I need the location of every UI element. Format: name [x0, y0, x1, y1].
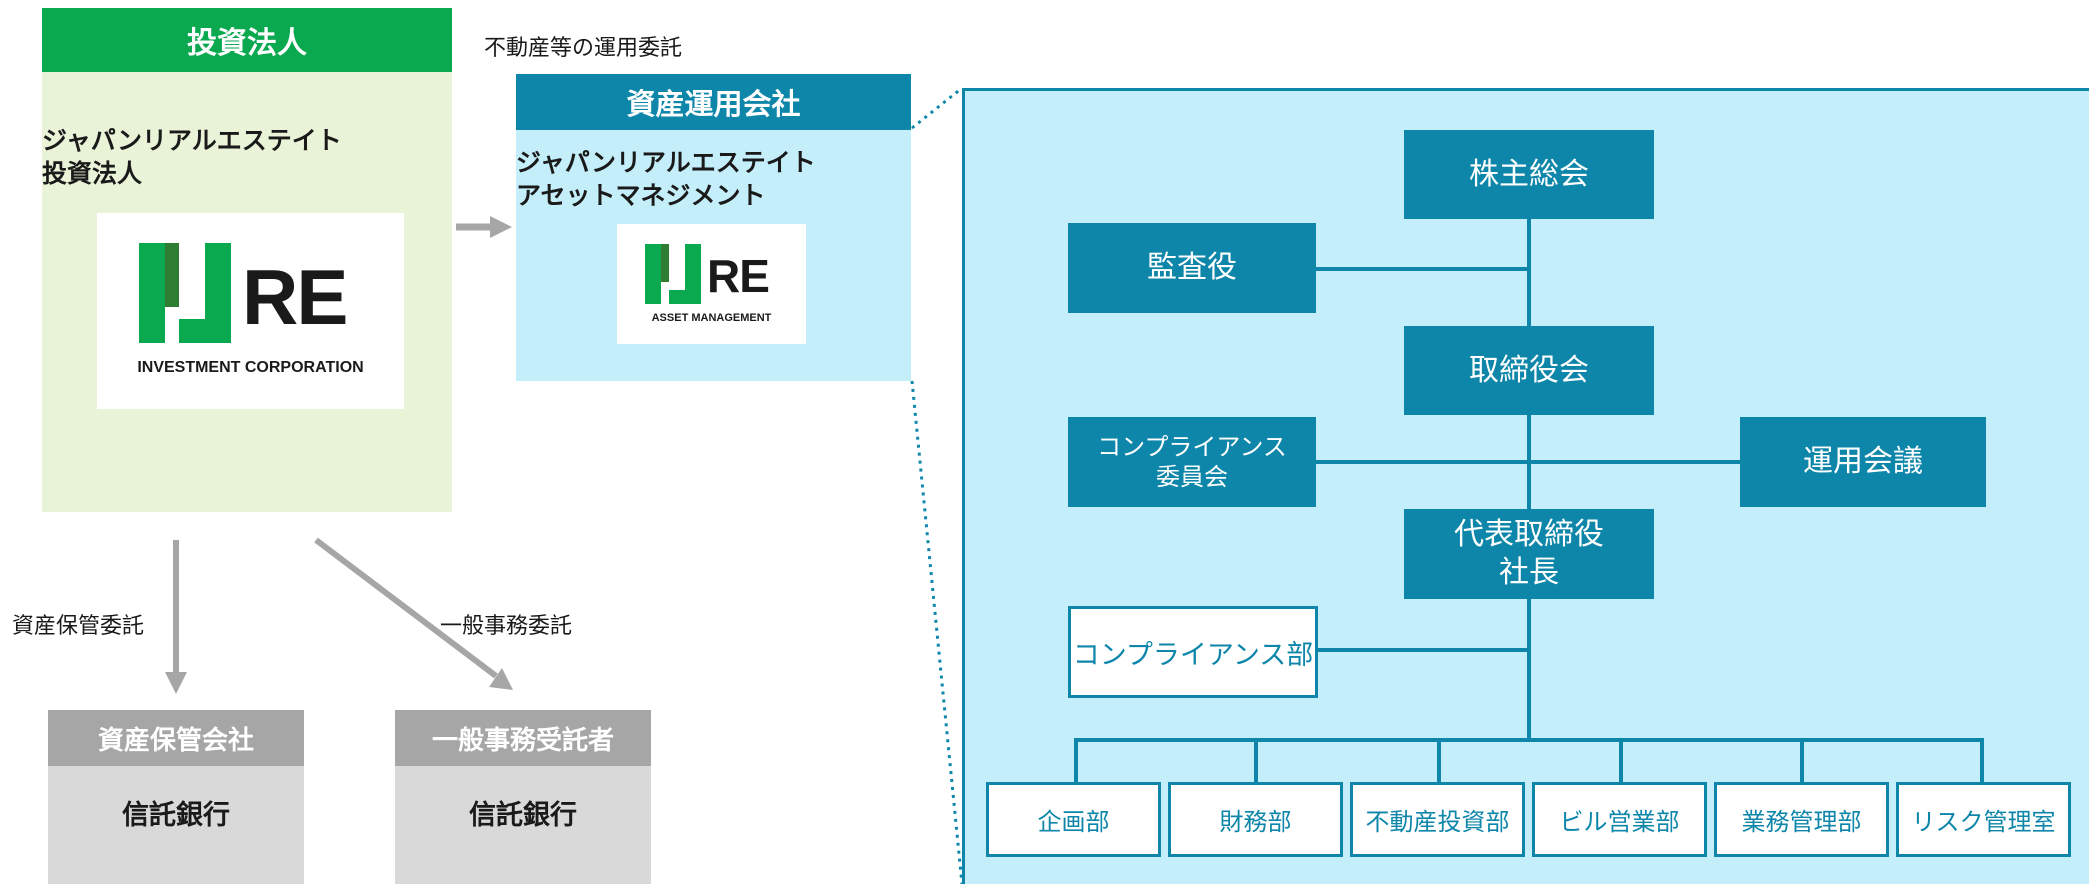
realestate-entrust-label: 不動産等の運用委託 [484, 36, 683, 61]
logo-mark-bar [685, 244, 701, 304]
logo-mark-bar [661, 244, 669, 282]
administrator-header: 一般事務受託者 [395, 710, 651, 766]
org-dept-planning: 企画部 [986, 782, 1161, 857]
logo-text: RE [242, 253, 348, 341]
org-line-departments [1074, 738, 1984, 742]
org-auditor: 監査役 [1068, 223, 1316, 313]
custody-label: 資産保管委託 [12, 614, 145, 639]
org-trunk-line [1527, 218, 1531, 740]
asset-manager-name: ジャパンリアルエステイト アセットマネジメント [516, 148, 816, 210]
org-drop-line [1980, 738, 1984, 784]
investment-corp-header: 投資法人 [42, 8, 452, 72]
logo-mark-bar [179, 319, 231, 343]
org-line-auditor [1316, 267, 1529, 271]
org-dept-real-estate-investment: 不動産投資部 [1350, 782, 1525, 857]
logo-caption: INVESTMENT CORPORATION [137, 359, 364, 376]
logo-caption: ASSET MANAGEMENT [651, 312, 772, 324]
org-dept-building-sales: ビル営業部 [1532, 782, 1707, 857]
custodian-body: 信託銀行 [48, 766, 304, 884]
org-line-committees [1316, 460, 1740, 464]
logo-mark-bar [139, 243, 165, 343]
arrow-to-administrator [314, 537, 513, 690]
org-compliance-dept: コンプライアンス部 [1068, 606, 1318, 698]
org-drop-line [1800, 738, 1804, 784]
zoom-connector-bottom [910, 380, 964, 884]
org-drop-line [1254, 738, 1258, 784]
org-president: 代表取締役 社長 [1404, 509, 1654, 599]
org-compliance-committee: コンプライアンス 委員会 [1068, 417, 1316, 507]
asset-manager-header: 資産運用会社 [516, 74, 911, 130]
org-line-compliance-dept [1316, 648, 1529, 652]
arrow-to-custodian [165, 540, 187, 694]
org-shareholders-meeting: 株主総会 [1404, 130, 1654, 219]
logo-mark-bar [645, 244, 661, 304]
administrator-body: 信託銀行 [395, 766, 651, 884]
investment-corp-name: ジャパンリアルエステイト 投資法人 [42, 126, 342, 188]
zoom-connector-top [911, 86, 963, 130]
asset-manager-logo: RE ASSET MANAGEMENT [617, 224, 806, 344]
org-dept-operations-management: 業務管理部 [1714, 782, 1889, 857]
org-dept-risk-management: リスク管理室 [1896, 782, 2071, 857]
custodian-header: 資産保管会社 [48, 710, 304, 766]
org-drop-line [1437, 738, 1441, 784]
arrow-to-asset-manager [456, 216, 512, 238]
logo-mark-bar [165, 243, 179, 307]
admin-label: 一般事務委託 [440, 614, 573, 639]
org-investment-committee: 運用会議 [1740, 417, 1986, 507]
org-drop-line [1074, 738, 1078, 784]
logo-mark-bar [669, 290, 701, 304]
org-drop-line [1619, 738, 1623, 784]
investment-corp-logo: RE INVESTMENT CORPORATION [97, 213, 404, 409]
org-dept-finance: 財務部 [1168, 782, 1343, 857]
logo-text: RE [707, 250, 770, 302]
org-board: 取締役会 [1404, 326, 1654, 415]
